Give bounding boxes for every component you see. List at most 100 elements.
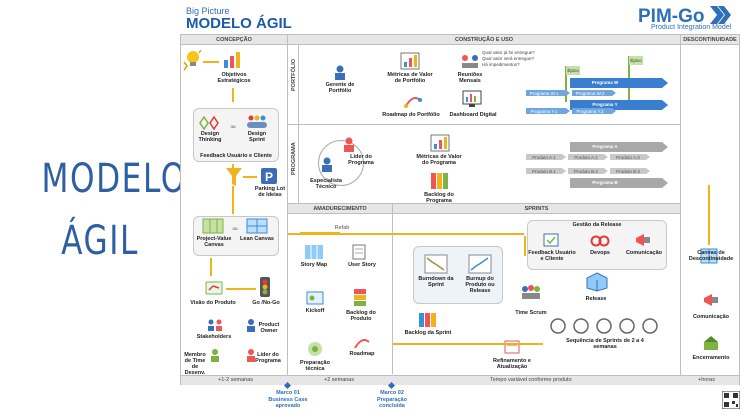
timeline-1: +1-2 semanas	[218, 377, 254, 383]
program-w-label: Programa W	[591, 80, 619, 85]
kickoff-label: Kickoff	[305, 308, 325, 314]
big-picture-label: Big Picture	[186, 6, 230, 16]
side-title: MODELO ÁGIL	[41, 148, 187, 272]
milestone-2-title: Marco 02	[380, 390, 404, 396]
team-member-icon	[211, 349, 219, 362]
design-sprint-label: Design Sprint	[247, 131, 267, 143]
header-construcao: CONSTRUÇÃO E USO	[288, 35, 680, 45]
gerente-label: Gerente de Portfólio	[325, 82, 355, 94]
stakeholders-icon	[208, 319, 222, 331]
ou-label: ou	[232, 226, 238, 231]
program-w1: Programa W.1	[529, 91, 559, 96]
project-value-canvas-icon	[202, 218, 224, 234]
metricas-portfolio-label: Métricas de Valor de Portfólio	[387, 72, 433, 84]
release-label: Release	[585, 296, 607, 302]
refinamento-label: Refinamento e Atualização	[493, 358, 531, 370]
burnup-label: Burnup do Produto ou Release	[465, 276, 495, 294]
story-map-label: Story Map	[300, 262, 328, 268]
product-backlog-icon	[354, 289, 366, 306]
program-y2: Programa Y.2	[576, 109, 604, 114]
gestao-label: Gestão da Release	[572, 222, 622, 228]
lider-programa-label: Líder do Programa	[348, 154, 374, 166]
row-label-portfolio: PORTFÓLIO	[291, 58, 297, 91]
roadmap-product-icon	[354, 339, 370, 349]
especialista-label: Especialista Técnico	[310, 178, 342, 190]
objetivos-label: Objetivos Estratégicos	[217, 72, 251, 84]
reunioes-label: Reuniões Mensais	[457, 72, 483, 84]
program-metrics-icon	[430, 134, 450, 152]
program-a-label: Programa A	[592, 144, 618, 149]
comunicacao-label: Comunicação	[625, 250, 663, 256]
dashboard-label: Dashboard Digital	[449, 112, 497, 118]
portfolio-metrics-icon	[400, 52, 420, 70]
feedback-sprints-label: Feedback Usuário e Cliente	[528, 250, 576, 262]
program-lead-icon	[247, 349, 255, 362]
closure-icon	[704, 336, 718, 350]
product-vision-icon	[205, 281, 223, 295]
user-story-icon	[352, 244, 366, 260]
user-story-label: User Story	[348, 262, 376, 268]
question-2: Qual valor será entregue?	[482, 56, 535, 61]
kickoff-icon	[306, 291, 324, 305]
program-circle	[318, 140, 364, 186]
parking-icon: P	[261, 168, 277, 184]
divider	[287, 35, 288, 385]
row-label-programa: PROGRAMA	[291, 142, 297, 175]
devops-icon	[590, 235, 610, 247]
release-box-icon	[586, 272, 608, 292]
header-concepcao: CONCEPÇÃO	[181, 35, 287, 45]
design-thinking-icon	[199, 116, 219, 130]
story-map-icon	[305, 245, 323, 259]
tech-prep-icon	[308, 342, 322, 356]
question-1: Qual valor já foi entregue?	[482, 50, 535, 55]
header-descontinuidade: DESCONTINUIDADE	[681, 35, 739, 45]
program-leader-icon	[344, 137, 354, 152]
divider	[288, 124, 680, 125]
ou-label: ou	[230, 124, 236, 129]
divider	[288, 203, 680, 204]
timeline-3: Tempo variável conforme produto	[490, 377, 572, 383]
header-amadurecimento: AMADURECIMENTO	[288, 204, 392, 214]
funnel-icon	[226, 168, 242, 186]
side-title-line1: MODELO	[41, 156, 187, 202]
design-thinking-label: Design Thinking	[198, 131, 222, 143]
product-b1: Produto B.1	[532, 169, 556, 174]
question-3: Há impedimentos?	[482, 62, 520, 67]
chevron-right-icon	[710, 6, 731, 24]
product-a2: Produto A.2	[574, 155, 598, 160]
disc-canvas-icon	[700, 248, 718, 264]
burndown-label: Burndown da Sprint	[418, 276, 454, 288]
scrum-team-icon	[522, 285, 540, 299]
product-arrows	[526, 142, 668, 188]
milestone-1-title: Marco 01	[276, 390, 300, 396]
refab-label: Refab	[334, 225, 350, 231]
sprint-backlog-icon	[419, 313, 436, 327]
product-b2: Produto B.2	[574, 169, 598, 174]
time-scrum-label: Time Scrum	[515, 310, 547, 316]
po-label: Product Owner	[258, 322, 280, 334]
program-arrows	[526, 78, 668, 114]
feedback-icon	[543, 233, 559, 247]
dashboard-icon	[462, 90, 482, 107]
burnup-chart-icon	[468, 254, 492, 274]
product-a3: Produto A.3	[616, 155, 640, 160]
product-b3: Produto B.3	[616, 169, 640, 174]
lean-label: Lean Canvas	[240, 236, 274, 242]
epic-flag-pole	[565, 66, 573, 102]
program-backlog-icon	[431, 173, 448, 189]
program-w2: Programa W.2	[575, 91, 605, 96]
meeting-icon	[462, 55, 478, 68]
timeline-bar	[181, 375, 739, 385]
timeline-2: +2 semanas	[324, 377, 355, 383]
brand-subtitle: Product Integration Model	[651, 24, 732, 31]
product-owner-icon	[247, 319, 255, 332]
epic-flag: Épico	[629, 56, 643, 65]
brand-logo: PIM-Go	[638, 6, 705, 27]
design-sprint-icon	[247, 115, 267, 128]
timeline-4: +horas	[698, 377, 715, 383]
backlog-programa-label: Backlog do Programa	[424, 192, 454, 204]
visao-label: Visão do Produto	[190, 300, 236, 306]
disc-megaphone-icon	[704, 294, 718, 306]
page-title: MODELO ÁGIL	[186, 15, 292, 32]
lean-canvas-icon	[246, 218, 268, 234]
